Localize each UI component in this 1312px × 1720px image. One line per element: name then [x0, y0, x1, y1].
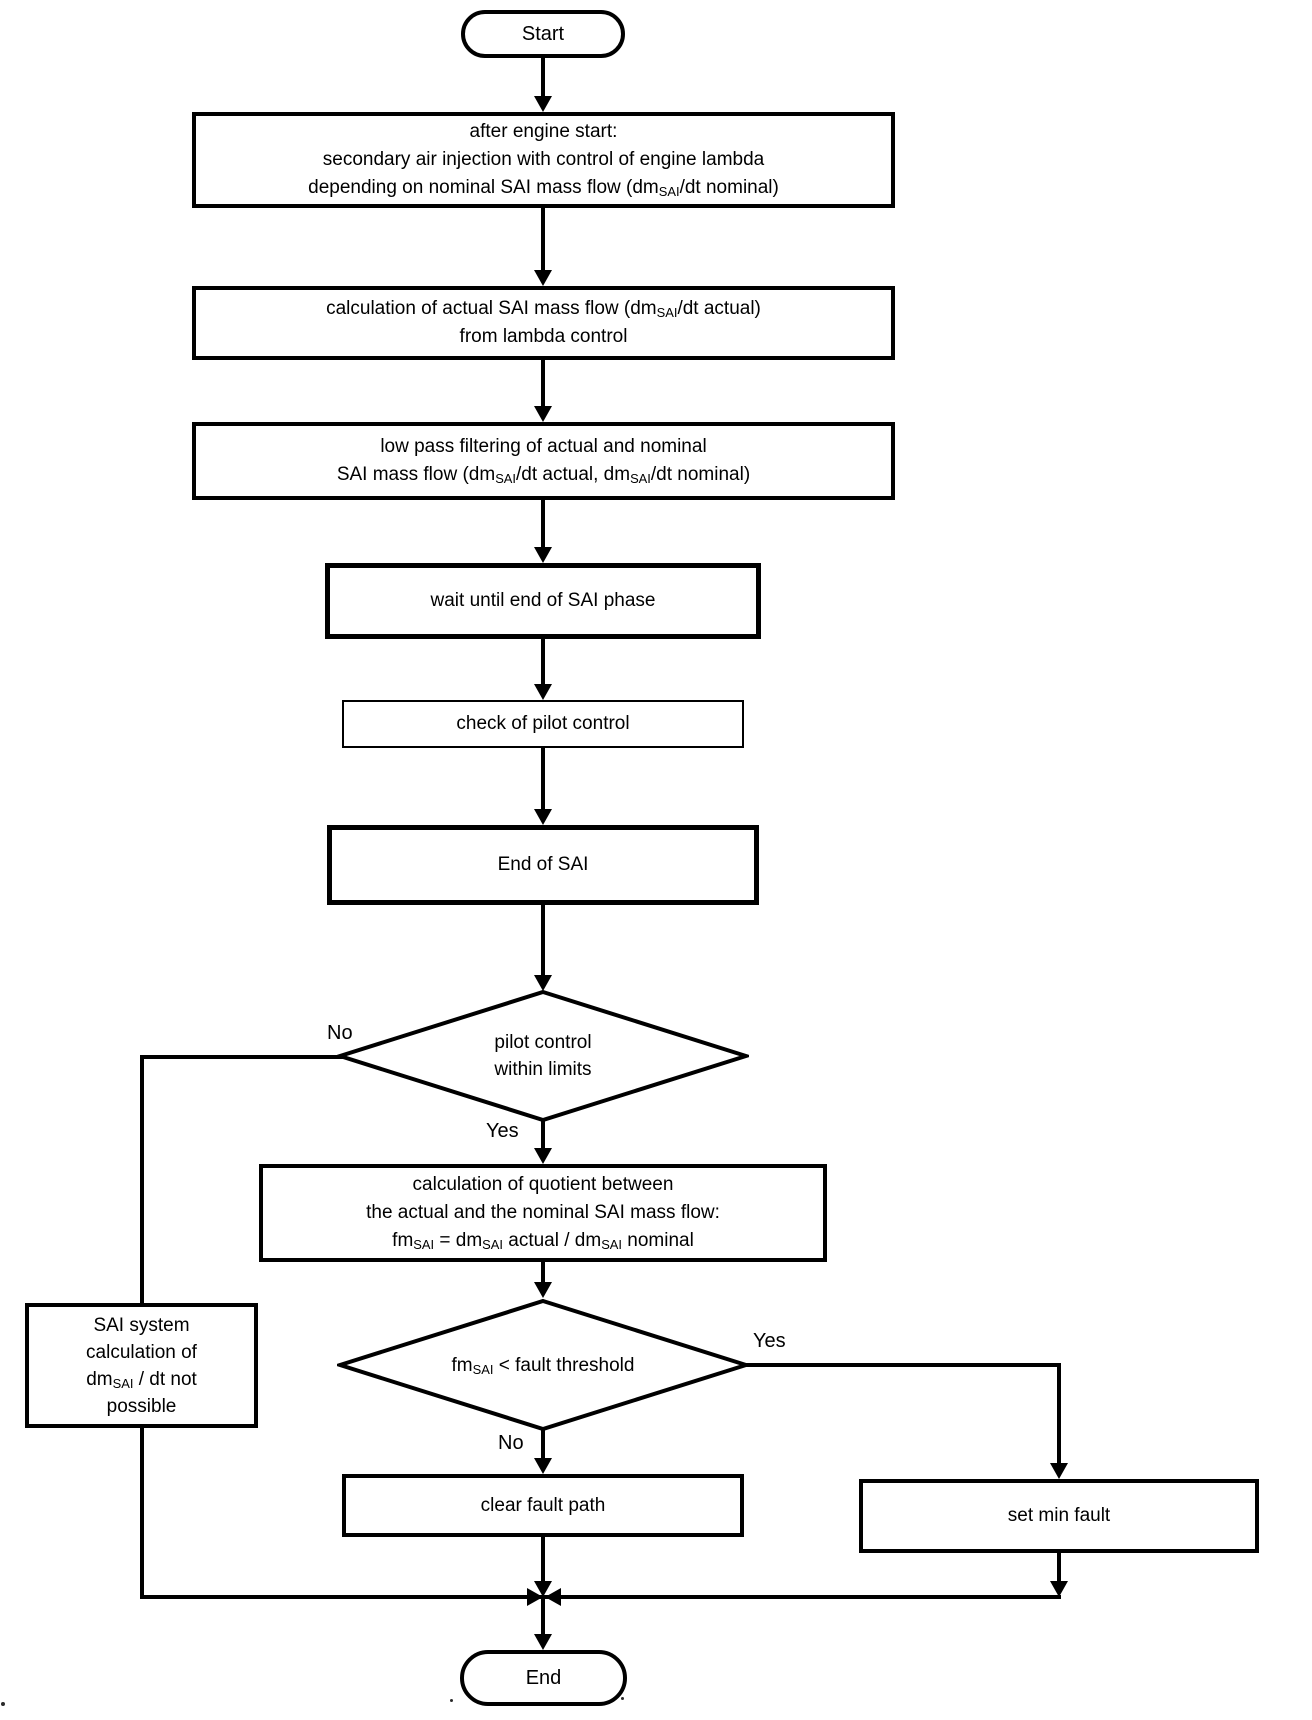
- flow-line-clearfault-merge: [541, 1537, 545, 1583]
- node-text: fmSAI < fault threshold: [451, 1354, 635, 1377]
- arrowhead-down-calc: [534, 270, 552, 286]
- process-calc-actual-sai-mass-flow: calculation of actual SAI mass flow (dmS…: [192, 286, 895, 360]
- flow-line-setmin-merge: [1057, 1553, 1061, 1583]
- flow-line-check-endsai: [541, 748, 545, 811]
- scan-artifact-dot: [450, 1699, 453, 1702]
- flow-line-lowpass-wait: [541, 500, 545, 549]
- node-text: low pass filtering of actual and nominal…: [336, 436, 751, 486]
- decision-fault-threshold-diamond: [337, 1298, 749, 1432]
- arrowhead-down-quotient: [534, 1148, 552, 1164]
- process-wait-until-end-of-sai: wait until end of SAI phase: [325, 563, 761, 639]
- process-low-pass-filtering: low pass filtering of actual and nominal…: [192, 422, 895, 500]
- flow-line-merge-end: [541, 1597, 545, 1636]
- edge-label-fault-yes: Yes: [753, 1330, 786, 1352]
- arrowhead-right-merge: [527, 1588, 543, 1606]
- arrowhead-down-wait: [534, 547, 552, 563]
- start-terminator: Start: [461, 10, 625, 58]
- arrowhead-down-decision1: [534, 975, 552, 991]
- start-label: Start: [521, 22, 565, 45]
- node-text: after engine start:secondary air injecti…: [308, 121, 779, 199]
- flow-line-fault-yes-horizontal: [746, 1363, 1061, 1367]
- edge-label-pilot-no: No: [327, 1022, 353, 1044]
- arrowhead-down-endsai: [534, 809, 552, 825]
- decision-fmsai-fault-threshold: fmSAI < fault threshold: [337, 1298, 749, 1432]
- flow-line-pilot-yes: [541, 1121, 545, 1150]
- decision-pilot-control-diamond: [337, 989, 749, 1123]
- node-text: clear fault path: [480, 1494, 606, 1516]
- node-text: check of pilot control: [456, 713, 630, 734]
- flow-line-quotient-decision2: [541, 1262, 545, 1284]
- arrowhead-down-decision2: [534, 1282, 552, 1298]
- flow-line-pilot-no-down-1: [140, 1055, 144, 1303]
- flow-line-start-init: [541, 58, 545, 98]
- arrowhead-down-init: [534, 96, 552, 112]
- node-text: set min fault: [1007, 1505, 1111, 1526]
- flow-line-fault-yes-down: [1057, 1363, 1061, 1463]
- arrowhead-down-setmin: [1050, 1463, 1068, 1479]
- flow-line-pilot-no-down-2: [140, 1428, 144, 1599]
- node-text: End of SAI: [497, 854, 589, 875]
- scan-artifact-dot: [1, 1702, 5, 1706]
- flow-line-init-calc: [541, 208, 545, 272]
- arrowhead-down-end: [534, 1634, 552, 1650]
- flow-line-merge-horizontal: [140, 1595, 1061, 1599]
- arrowhead-down-clearfault: [534, 1458, 552, 1474]
- edge-label-pilot-yes: Yes: [486, 1120, 519, 1142]
- process-set-min-fault: set min fault: [859, 1479, 1259, 1553]
- flow-line-fault-no: [541, 1430, 545, 1460]
- process-check-of-pilot-control: check of pilot control: [342, 700, 744, 748]
- process-clear-fault-path: clear fault path: [342, 1474, 744, 1537]
- arrowhead-down-setmin-merge: [1050, 1581, 1068, 1597]
- node-text: wait until end of SAI phase: [430, 590, 656, 611]
- scan-artifact-dot: [621, 1697, 624, 1700]
- arrowhead-left-merge: [545, 1588, 561, 1606]
- node-text: calculation of actual SAI mass flow (dmS…: [326, 298, 761, 347]
- end-label: End: [525, 1666, 562, 1689]
- flow-line-pilot-no-horizontal: [140, 1055, 345, 1059]
- process-end-of-sai: End of SAI: [327, 825, 759, 905]
- flow-line-calc-lowpass: [541, 360, 545, 408]
- flow-line-endsai-decision1: [541, 905, 545, 977]
- flow-line-wait-check: [541, 639, 545, 686]
- process-after-engine-start: after engine start:secondary air injecti…: [192, 112, 895, 208]
- arrowhead-down-lowpass: [534, 406, 552, 422]
- edge-label-fault-no: No: [498, 1432, 524, 1454]
- end-terminator: End: [460, 1650, 627, 1706]
- arrowhead-down-check: [534, 684, 552, 700]
